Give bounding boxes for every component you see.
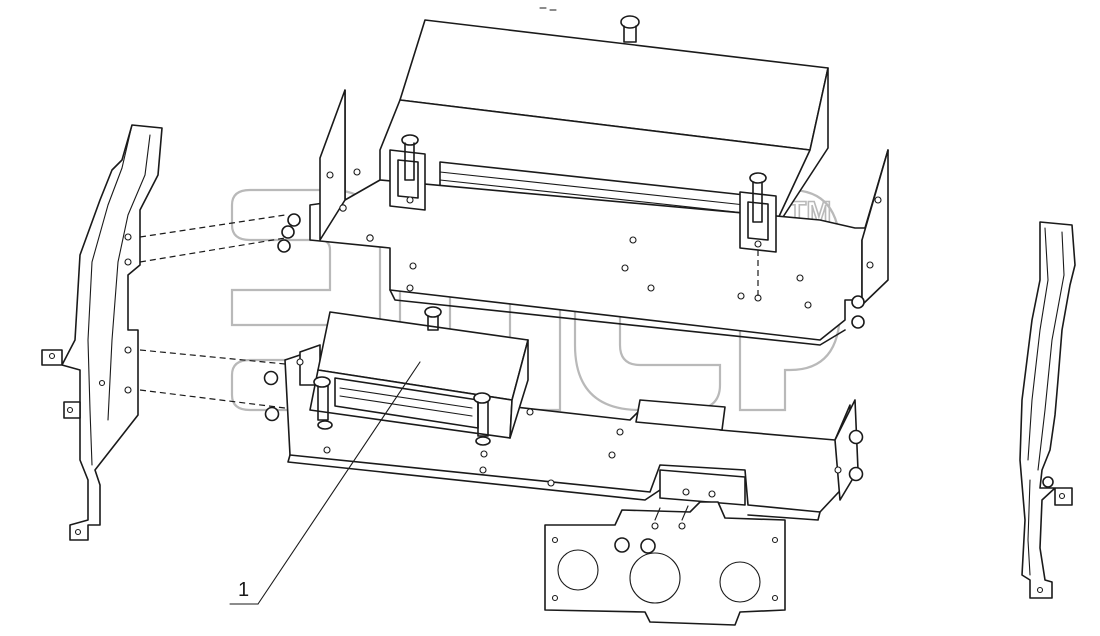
top-screw [620, 15, 640, 43]
lower-right-nuts [848, 429, 864, 482]
upper-clamp-left [389, 134, 426, 211]
lower-left-nuts [263, 370, 280, 422]
callout-1: 1 [229, 361, 421, 605]
top-marks [539, 7, 557, 11]
upper-clamp-right [739, 172, 777, 253]
upper-right-nuts [851, 295, 865, 329]
upper-left-nuts [277, 213, 301, 253]
front-panel-plate [544, 469, 786, 626]
alignment-lines [139, 214, 286, 409]
small-unit-item-1 [309, 306, 529, 446]
upper-mounting-plate [309, 89, 889, 346]
left-side-bracket [41, 124, 163, 541]
callout-label: 1 [238, 579, 249, 601]
right-side-bracket [1019, 221, 1076, 599]
